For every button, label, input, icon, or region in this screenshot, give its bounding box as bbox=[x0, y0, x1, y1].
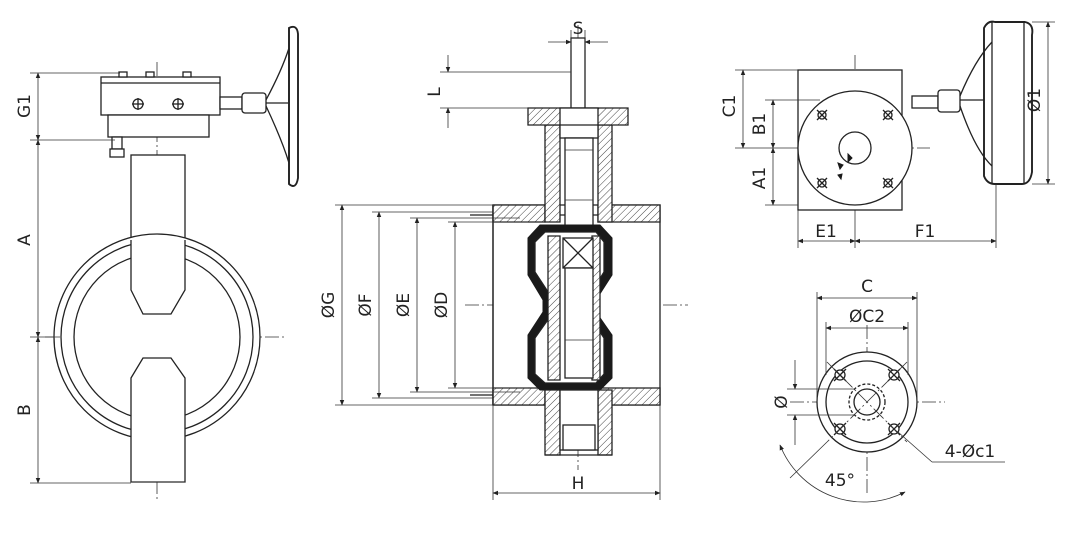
label-l: L bbox=[425, 87, 445, 97]
label-phi1: Ø1 bbox=[1025, 88, 1045, 112]
handwheel-side bbox=[265, 25, 299, 187]
label-f1: F1 bbox=[915, 222, 936, 242]
front-dimensions: G1 A B bbox=[15, 72, 131, 484]
top-dimensions: C1 B1 A1 E1 F1 Ø1 bbox=[720, 21, 1055, 248]
neck bbox=[130, 154, 186, 246]
label-g1: G1 bbox=[15, 94, 35, 118]
front-view bbox=[45, 25, 299, 500]
label-phi-g: ØG bbox=[319, 292, 339, 319]
label-bolt-holes: 4-Øc1 bbox=[945, 442, 996, 462]
label-s: S bbox=[573, 19, 584, 39]
label-phi-c2: ØC2 bbox=[849, 307, 885, 327]
label-a1: A1 bbox=[750, 167, 770, 189]
label-angle: 45° bbox=[825, 471, 855, 491]
label-e1: E1 bbox=[815, 222, 837, 242]
label-b1: B1 bbox=[750, 113, 770, 135]
label-h: H bbox=[572, 474, 585, 494]
label-a: A bbox=[15, 234, 35, 246]
top-view bbox=[785, 20, 1034, 215]
label-c: C bbox=[861, 277, 873, 297]
gearbox bbox=[100, 71, 288, 158]
label-phi-e: ØE bbox=[394, 293, 414, 317]
section-view bbox=[465, 25, 688, 470]
label-phi-d: ØD bbox=[432, 292, 452, 318]
label-phi: Ø bbox=[772, 395, 792, 408]
flange-view bbox=[790, 325, 945, 495]
flange-dimensions: C ØC2 Ø 4-Øc1 45° bbox=[772, 277, 1005, 503]
label-b: B bbox=[15, 404, 35, 416]
top-bolts bbox=[816, 109, 894, 189]
label-phi-f: ØF bbox=[356, 293, 376, 316]
section-dimensions: S L ØG ØF ØE ØD H bbox=[319, 19, 661, 500]
label-c1: C1 bbox=[720, 95, 740, 118]
